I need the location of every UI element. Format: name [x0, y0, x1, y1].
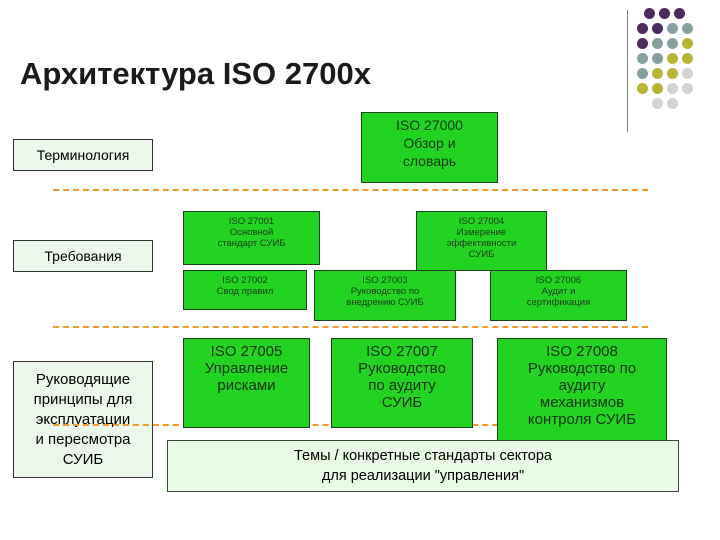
iso-27008-code: ISO 27008 [546, 343, 618, 360]
standard-box-iso-27002: ISO 27002 Свод правил [183, 270, 307, 310]
separator-line-1 [53, 189, 648, 191]
iso-27003-code: ISO 27003 [362, 275, 408, 286]
decorative-dot-grid [637, 8, 697, 116]
category-requirements-label: Требования [44, 248, 122, 264]
category-requirements: Требования [13, 240, 153, 272]
category-guidelines: Руководящие принципы для эксплуатации и … [13, 361, 153, 478]
decorative-dot [652, 68, 663, 79]
standard-box-iso-27001: ISO 27001 Основной стандарт СУИБ [183, 211, 320, 265]
sector-themes-line-2: для реализации "управления" [321, 468, 525, 484]
decorative-dot [644, 8, 655, 19]
iso-27006-desc: Аудит и сертификация [526, 286, 591, 308]
page-title: Архитектура ISO 2700x [20, 56, 371, 91]
iso-27008-desc: Руководство по аудиту механизмов контрол… [527, 360, 637, 428]
decorative-dot [652, 23, 663, 34]
iso-27002-code: ISO 27002 [222, 275, 268, 286]
decorative-dot [637, 83, 648, 94]
iso-27001-code: ISO 27001 [228, 216, 275, 227]
standard-box-iso-27004: ISO 27004 Измерение эффективности СУИБ [416, 211, 547, 271]
decorative-dot [682, 83, 693, 94]
standard-box-iso-27005: ISO 27005 Управление рисками [183, 338, 310, 428]
decorative-dot [682, 38, 693, 49]
decorative-dot [652, 83, 663, 94]
standard-box-iso-27000: ISO 27000 Обзор и словарь [361, 112, 498, 183]
decorative-dot [667, 98, 678, 109]
iso-27002-desc: Свод правил [216, 286, 274, 297]
decorative-divider-line [627, 10, 628, 132]
iso-27001-desc: Основной стандарт СУИБ [217, 227, 286, 249]
decorative-dot [674, 8, 685, 19]
iso-27005-code: ISO 27005 [210, 343, 283, 360]
iso-27006-code: ISO 27006 [535, 275, 582, 286]
iso-27003-desc: Руководство по внедрению СУИБ [346, 286, 424, 308]
sector-themes-line-1: Темы / конкретные стандарты сектора [294, 448, 552, 464]
decorative-dot [659, 8, 670, 19]
category-guidelines-label: Руководящие принципы для эксплуатации и … [33, 370, 133, 468]
decorative-dot [652, 98, 663, 109]
decorative-dot [682, 53, 693, 64]
iso-27000-code: ISO 27000 [396, 117, 463, 133]
iso-27004-desc: Измерение эффективности СУИБ [446, 227, 517, 260]
decorative-dot [667, 38, 678, 49]
category-terminology-label: Терминология [36, 147, 130, 163]
iso-27007-code: ISO 27007 [366, 343, 438, 360]
decorative-dot [652, 38, 663, 49]
decorative-dot [667, 23, 678, 34]
iso-27000-desc: Обзор и словарь [402, 135, 457, 169]
standard-box-iso-27003: ISO 27003 Руководство по внедрению СУИБ [314, 270, 456, 321]
decorative-dot [637, 68, 648, 79]
category-terminology: Терминология [13, 139, 153, 171]
decorative-dot [637, 23, 648, 34]
standard-box-iso-27006: ISO 27006 Аудит и сертификация [490, 270, 627, 321]
iso-27005-desc: Управление рисками [204, 360, 289, 394]
decorative-dot [637, 53, 648, 64]
decorative-dot [652, 53, 663, 64]
decorative-dot [682, 23, 693, 34]
sector-themes-box: Темы / конкретные стандарты сектора для … [167, 440, 679, 492]
iso-27004-code: ISO 27004 [458, 216, 505, 227]
separator-line-2 [53, 326, 648, 328]
decorative-dot [667, 68, 678, 79]
decorative-dot [667, 83, 678, 94]
decorative-dot [667, 53, 678, 64]
decorative-dot [637, 38, 648, 49]
iso-27007-desc: Руководство по аудиту СУИБ [358, 360, 446, 411]
decorative-dot [682, 68, 693, 79]
standard-box-iso-27007: ISO 27007 Руководство по аудиту СУИБ [331, 338, 473, 428]
standard-box-iso-27008: ISO 27008 Руководство по аудиту механизм… [497, 338, 667, 442]
